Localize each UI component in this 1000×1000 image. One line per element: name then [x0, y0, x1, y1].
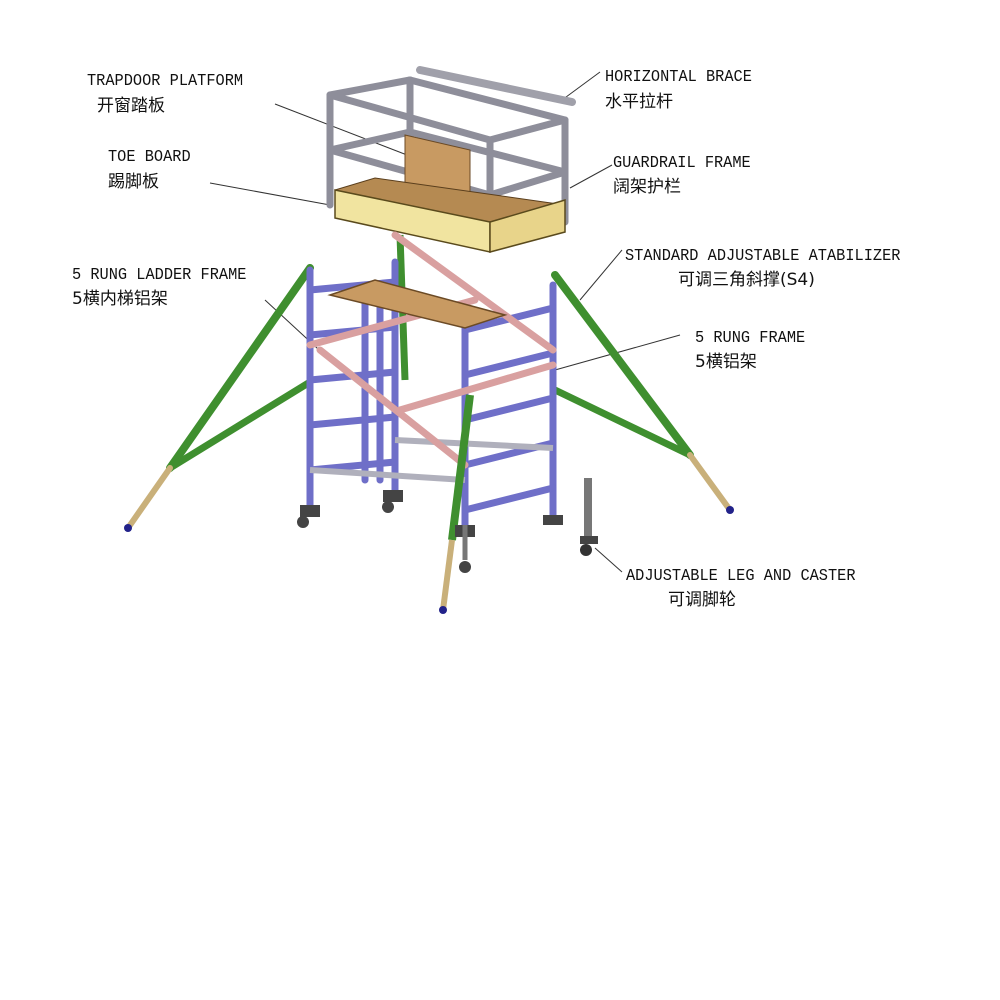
label-ladder-frame: 5 RUNG LADDER FRAME — [72, 266, 247, 285]
horizontal-brace-tube — [416, 66, 576, 106]
front-stabilizer-tube — [448, 394, 474, 541]
label-stabilizer-zh: 可调三角斜撑(S4) — [678, 270, 815, 290]
toe-board-side — [489, 198, 566, 253]
leader-horizontal-brace — [561, 71, 601, 101]
label-ladder-frame-zh: 5横内梯铝架 — [72, 289, 168, 309]
label-leg-caster: ADJUSTABLE LEG AND CASTER — [626, 567, 856, 586]
label-toe-board-zh: 踢脚板 — [108, 172, 159, 192]
stabilizer-foot — [439, 606, 447, 614]
lower-platform — [327, 279, 508, 329]
label-trapdoor-platform: TRAPDOOR PLATFORM — [87, 72, 244, 91]
leader-toe-board — [209, 182, 331, 206]
stabilizers — [124, 264, 734, 532]
label-toe-board: TOE BOARD — [108, 148, 191, 167]
label-trapdoor-platform-zh: 开窗踏板 — [97, 96, 165, 116]
label-5-rung-frame-zh: 5横铝架 — [695, 352, 757, 372]
leader-trapdoor — [274, 103, 421, 161]
label-guardrail-frame: GUARDRAIL FRAME — [613, 154, 751, 173]
diagonal-braces — [306, 231, 557, 469]
front-stabilizer-leg — [440, 539, 455, 611]
leader-guardrail — [569, 164, 613, 189]
label-stabilizer: STANDARD ADJUSTABLE ATABILIZER — [625, 247, 901, 266]
label-horizontal-brace: HORIZONTAL BRACE — [605, 68, 752, 87]
leader-stabilizer — [579, 249, 623, 301]
label-leg-caster-zh: 可调脚轮 — [668, 590, 736, 610]
label-horizontal-brace-zh: 水平拉杆 — [605, 92, 673, 112]
casters — [297, 490, 563, 573]
adjustable-leg-caster — [580, 478, 598, 556]
base-rails — [309, 437, 554, 483]
leader-caster — [594, 547, 623, 573]
label-guardrail-frame-zh: 阔架护栏 — [613, 177, 681, 197]
label-5-rung-frame: 5 RUNG FRAME — [695, 329, 806, 348]
